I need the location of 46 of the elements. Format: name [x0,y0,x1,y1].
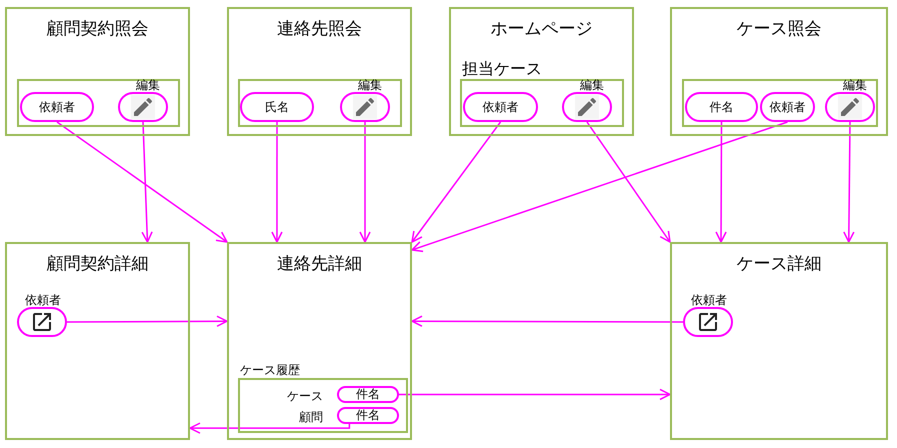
field-text: 件名 [356,407,380,424]
field-pill: 依頼者 [463,92,538,122]
screen-panel [449,7,634,136]
screen-panel [5,7,190,136]
arrow [399,388,671,400]
arrow [56,121,228,243]
button-caption: 編集 [358,77,382,94]
arrow [67,316,228,327]
button-caption: 編集 [580,77,604,94]
arrow [411,315,683,327]
arrow [715,122,727,243]
row-label: 顧問 [299,409,323,425]
screen-panel [5,242,190,440]
screen-panel [670,242,888,440]
screen-title: 連絡先詳細 [276,253,363,275]
field-pill: 件名 [685,92,758,122]
screen-title: ケース詳細 [736,253,822,275]
section-box [682,79,878,127]
arrow [141,122,153,243]
field-text: 件名 [356,386,380,403]
field-caption: 依頼者 [691,292,727,309]
field-pill: 依頼者 [20,92,94,122]
arrow [843,122,855,243]
screen-title: 連絡先照会 [276,18,363,40]
arrow [271,122,283,243]
screen-title: 顧問契約詳細 [46,253,150,275]
section-box [238,79,402,127]
button-caption: 編集 [136,77,160,94]
screen-title: ケース照会 [736,18,822,40]
field-caption: 依頼者 [25,292,61,309]
screen-panel [227,242,412,440]
section-heading: ケース履歴 [240,362,300,379]
screen-panel [227,7,412,136]
row-label: ケース [287,388,323,404]
arrow [411,121,788,252]
arrow [359,122,371,243]
arrow [411,122,502,243]
field-pill: 依頼者 [760,92,815,122]
screen-title: ホームページ [490,18,594,40]
field-pill: 氏名 [240,92,314,122]
section-heading: 担当ケース [462,59,542,80]
button-caption: 編集 [842,77,867,94]
section-box [17,79,180,127]
arrow [189,422,350,434]
screen-panel [670,7,888,136]
screen-title: 顧問契約照会 [46,18,150,40]
